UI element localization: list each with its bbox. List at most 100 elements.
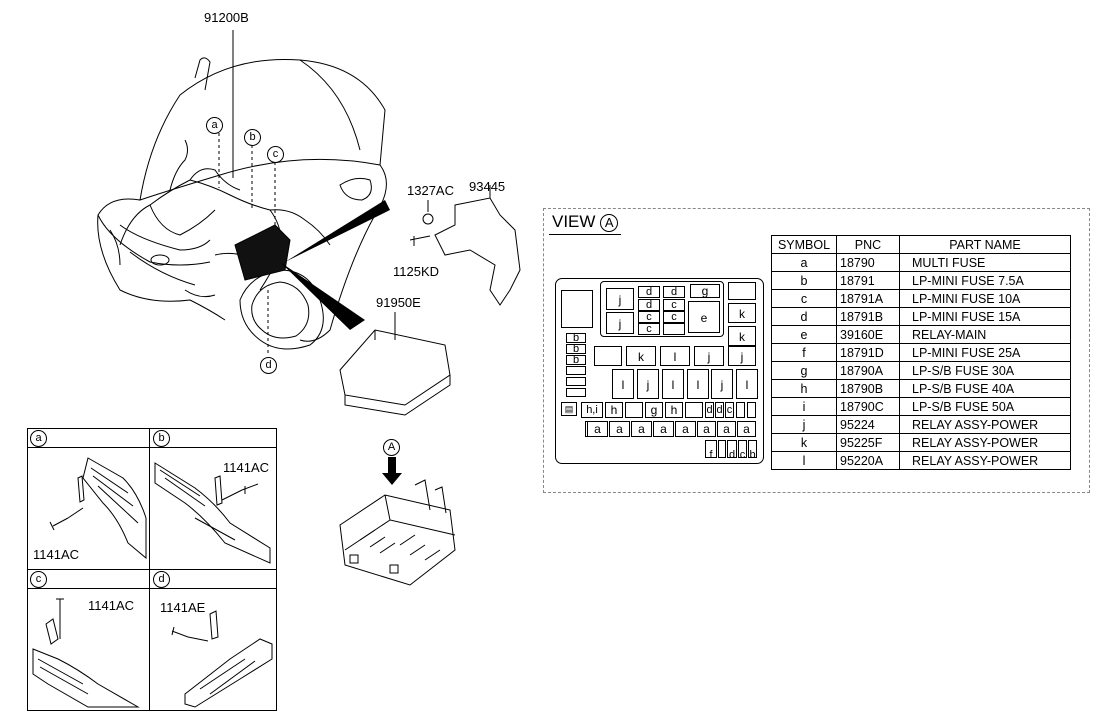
detail-d-part-number: 1141AE bbox=[160, 600, 206, 615]
part-name-cell: RELAY ASSY-POWER bbox=[899, 433, 1071, 452]
fuse-blank-h4 bbox=[747, 402, 756, 418]
pnc-cell: 18790A bbox=[836, 361, 900, 380]
fuse-c-6: c bbox=[738, 440, 747, 461]
part-name-cell: MULTI FUSE bbox=[899, 253, 1071, 272]
fuse-box-layout bbox=[555, 278, 764, 464]
marker-d: d bbox=[260, 357, 277, 374]
column-header-part-name: PART NAME bbox=[899, 235, 1071, 254]
fuse-blank-corner bbox=[728, 282, 756, 300]
pnc-cell: 95224 bbox=[836, 415, 900, 434]
fuse-blank-small bbox=[663, 323, 685, 335]
relay-j-5: j bbox=[637, 369, 659, 399]
view-title-marker: A bbox=[600, 213, 619, 232]
relay-k-2: k bbox=[728, 326, 756, 346]
symbol-cell: j bbox=[771, 415, 837, 434]
fuse-blank-h3 bbox=[736, 402, 745, 418]
symbol-cell: c bbox=[771, 289, 837, 308]
pnc-cell: 18790B bbox=[836, 379, 900, 398]
fuse-c-1: c bbox=[663, 299, 685, 311]
grid-header-line-bottom bbox=[27, 588, 276, 589]
view-a-arrow-icon bbox=[382, 457, 402, 485]
fuse-h-i: h,i bbox=[581, 402, 603, 418]
multi-fuse-a-7: a bbox=[717, 421, 736, 437]
part-name-cell: LP-MINI FUSE 25A bbox=[899, 343, 1071, 362]
detail-a-part-number: 1141AC bbox=[33, 547, 80, 562]
fuse-d-6: d bbox=[727, 440, 737, 461]
relay-l-3: l bbox=[662, 369, 684, 399]
bolt-part-number: 1125KD bbox=[393, 264, 440, 279]
detail-b-part-number: 1141AC bbox=[223, 460, 270, 475]
view-title: VIEW A bbox=[552, 212, 619, 232]
part-name-cell: LP-S/B FUSE 40A bbox=[899, 379, 1071, 398]
symbol-cell: h bbox=[771, 379, 837, 398]
fuse-h-1: h bbox=[605, 402, 623, 418]
view-a-panel bbox=[543, 208, 1090, 493]
fuse-c-4: c bbox=[638, 323, 660, 335]
column-header-pnc: PNC bbox=[836, 235, 900, 254]
part-name-cell: RELAY ASSY-POWER bbox=[899, 451, 1071, 470]
fuse-g-2: g bbox=[645, 402, 663, 418]
symbol-cell: f bbox=[771, 343, 837, 362]
symbol-cell: i bbox=[771, 397, 837, 416]
fuse-g: g bbox=[690, 284, 720, 298]
relay-j-3: j bbox=[694, 346, 724, 366]
fuse-c-5: c bbox=[725, 402, 734, 418]
fuse-h-2: h bbox=[665, 402, 683, 418]
multi-fuse-a-2: a bbox=[609, 421, 630, 437]
fuse-b-1: b bbox=[566, 333, 586, 344]
symbol-cell: l bbox=[771, 451, 837, 470]
fuse-b-2: b bbox=[566, 344, 586, 355]
multi-fuse-a-1: a bbox=[587, 421, 608, 437]
pnc-cell: 18791B bbox=[836, 307, 900, 326]
relay-l-5: l bbox=[736, 369, 758, 399]
fuse-b-4: b bbox=[748, 440, 757, 461]
symbol-cell: k bbox=[771, 433, 837, 452]
symbol-cell: g bbox=[771, 361, 837, 380]
symbol-cell: e bbox=[771, 325, 837, 344]
part-name-cell: RELAY-MAIN bbox=[899, 325, 1071, 344]
pnc-cell: 39160E bbox=[836, 325, 900, 344]
pnc-cell: 18791 bbox=[836, 271, 900, 290]
detail-c-part-number: 1141AC bbox=[88, 598, 135, 613]
pnc-cell: 18790C bbox=[836, 397, 900, 416]
part-name-cell: LP-MINI FUSE 7.5A bbox=[899, 271, 1071, 290]
harness-part-number: 91200B bbox=[204, 10, 249, 25]
cover-part-number: 91950E bbox=[376, 295, 421, 310]
relay-j-4: j bbox=[728, 346, 756, 366]
view-title-text: VIEW bbox=[552, 212, 596, 231]
part-name-cell: LP-MINI FUSE 10A bbox=[899, 289, 1071, 308]
fuse-blank-h1 bbox=[625, 402, 643, 418]
pnc-cell: 18791A bbox=[836, 289, 900, 308]
engine-bay-illustration bbox=[97, 30, 521, 416]
part-name-cell: LP-MINI FUSE 15A bbox=[899, 307, 1071, 326]
multi-fuse-a-6: a bbox=[697, 421, 716, 437]
detail-d-marker: d bbox=[153, 571, 170, 588]
fuse-d-4: d bbox=[705, 402, 714, 418]
relay-l-4: l bbox=[687, 369, 709, 399]
fuse-blank-h2 bbox=[685, 402, 703, 418]
fuse-c-3: c bbox=[663, 311, 685, 323]
fuse-c-2: c bbox=[638, 311, 660, 323]
relay-e: e bbox=[688, 301, 720, 333]
pnc-cell: 95220A bbox=[836, 451, 900, 470]
clip-part-number: 1327AC bbox=[407, 183, 454, 198]
multi-fuse-a-5: a bbox=[675, 421, 696, 437]
detail-b-illustration bbox=[154, 462, 271, 564]
marker-b: b bbox=[244, 129, 261, 146]
table-header-row: SYMBOL PNC PART NAME bbox=[771, 235, 1071, 254]
fuse-blank-left-1 bbox=[566, 366, 586, 375]
relay-j-6: j bbox=[711, 369, 733, 399]
symbol-cell: d bbox=[771, 307, 837, 326]
marker-c: c bbox=[267, 146, 284, 163]
